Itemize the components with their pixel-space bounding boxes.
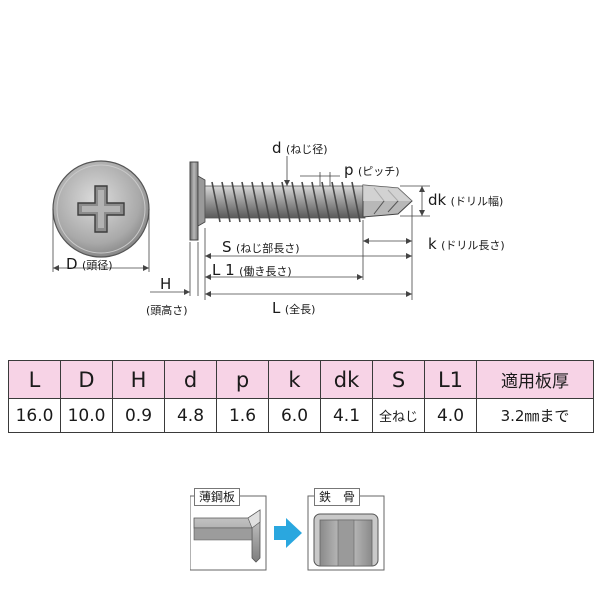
label-d-note: (ねじ径) bbox=[285, 143, 328, 156]
value-cell: 0.9 bbox=[112, 398, 165, 433]
value-cell: 4.0 bbox=[424, 398, 477, 433]
thread-crest bbox=[331, 181, 341, 223]
label-d-symbol: d bbox=[272, 139, 282, 157]
header-cell: L1 bbox=[424, 360, 477, 399]
label-p-symbol: p bbox=[344, 161, 354, 179]
thread-crest bbox=[221, 181, 231, 223]
label-h-note-wrap: (頭高さ) bbox=[146, 302, 188, 319]
label-p-note: (ピッチ) bbox=[357, 165, 400, 178]
thread-crest bbox=[341, 181, 351, 223]
label-s-symbol: S bbox=[222, 238, 232, 256]
header-cell: L bbox=[8, 360, 61, 399]
label-dk-note: (ドリル幅) bbox=[450, 195, 504, 208]
dimension-lines bbox=[150, 156, 430, 300]
value-cell: 10.0 bbox=[60, 398, 113, 433]
arrow-right-icon bbox=[274, 518, 302, 548]
label-d: d (ねじ径) bbox=[272, 140, 328, 158]
thread-crest bbox=[261, 181, 271, 223]
header-cell: 適用板厚 bbox=[476, 360, 594, 399]
header-cell: d bbox=[164, 360, 217, 399]
screw-head-front-view bbox=[52, 160, 150, 258]
label-s: S (ねじ部長さ) bbox=[222, 239, 300, 257]
thread-crest bbox=[271, 181, 281, 223]
thread-crest bbox=[301, 181, 311, 223]
label-l1-symbol: L 1 bbox=[212, 261, 235, 279]
thin-steel-sheet-icon bbox=[190, 495, 267, 571]
thread-lines bbox=[211, 181, 361, 223]
value-cell: 3.2㎜まで bbox=[476, 398, 594, 433]
d-head-dimension bbox=[52, 209, 150, 272]
label-h-symbol: H bbox=[160, 275, 172, 293]
label-l1: L 1 (働き長さ) bbox=[212, 262, 292, 280]
value-cell: 全ねじ bbox=[372, 398, 425, 433]
value-cell: 4.8 bbox=[164, 398, 217, 433]
label-l-symbol: L bbox=[272, 299, 281, 317]
label-k: k (ドリル長さ) bbox=[428, 236, 505, 254]
thread-crest bbox=[291, 181, 301, 223]
steel-frame-icon bbox=[307, 495, 385, 571]
thread-crest bbox=[351, 181, 361, 223]
header-cell: S bbox=[372, 360, 425, 399]
label-l-note: (全長) bbox=[284, 303, 316, 316]
thread-crest bbox=[321, 181, 331, 223]
screw-drawing bbox=[52, 156, 430, 300]
spec-value-row: 16.0 10.0 0.9 4.8 1.6 6.0 4.1 全ねじ 4.0 3.… bbox=[8, 398, 594, 433]
spec-table: L D H d p k dk S L1 適用板厚 16.0 10.0 0.9 4… bbox=[8, 360, 594, 433]
thread-crest bbox=[211, 181, 221, 223]
thread-crest bbox=[231, 181, 241, 223]
steel-frame-label: 鉄 骨 bbox=[314, 488, 361, 506]
header-cell: H bbox=[112, 360, 165, 399]
label-h-symbol-wrap: H bbox=[160, 276, 171, 293]
header-cell: dk bbox=[320, 360, 373, 399]
application-panel: 薄鋼板 鉄 骨 bbox=[190, 488, 410, 572]
thread-crest bbox=[251, 181, 261, 223]
value-cell: 16.0 bbox=[8, 398, 61, 433]
header-cell: p bbox=[216, 360, 269, 399]
spec-header-row: L D H d p k dk S L1 適用板厚 bbox=[8, 360, 594, 399]
label-dk-symbol: dk bbox=[428, 191, 447, 209]
value-cell: 6.0 bbox=[268, 398, 321, 433]
label-dk: dk (ドリル幅) bbox=[428, 192, 503, 210]
thread-crest bbox=[241, 181, 251, 223]
label-d-head: D (頭径) bbox=[66, 256, 113, 274]
value-cell: 4.1 bbox=[320, 398, 373, 433]
label-l: L (全長) bbox=[272, 300, 315, 318]
label-k-symbol: k bbox=[428, 235, 437, 253]
thread-crest bbox=[311, 181, 321, 223]
thin-steel-sheet-label: 薄鋼板 bbox=[194, 488, 241, 506]
label-k-note: (ドリル長さ) bbox=[441, 239, 505, 252]
label-h-note: (頭高さ) bbox=[146, 304, 188, 317]
label-l1-note: (働き長さ) bbox=[239, 265, 292, 278]
label-s-note: (ねじ部長さ) bbox=[235, 242, 300, 255]
header-cell: k bbox=[268, 360, 321, 399]
application-drawing bbox=[190, 495, 385, 571]
screw-side-view bbox=[189, 161, 413, 241]
screw-diagram: d (ねじ径) p (ピッチ) dk (ドリル幅) k (ドリル長さ) S (ね… bbox=[52, 140, 505, 319]
label-p: p (ピッチ) bbox=[344, 162, 400, 180]
label-d-head-symbol: D bbox=[66, 255, 78, 273]
label-d-head-note: (頭径) bbox=[82, 259, 113, 272]
header-cell: D bbox=[60, 360, 113, 399]
thread-crest bbox=[281, 181, 291, 223]
value-cell: 1.6 bbox=[216, 398, 269, 433]
